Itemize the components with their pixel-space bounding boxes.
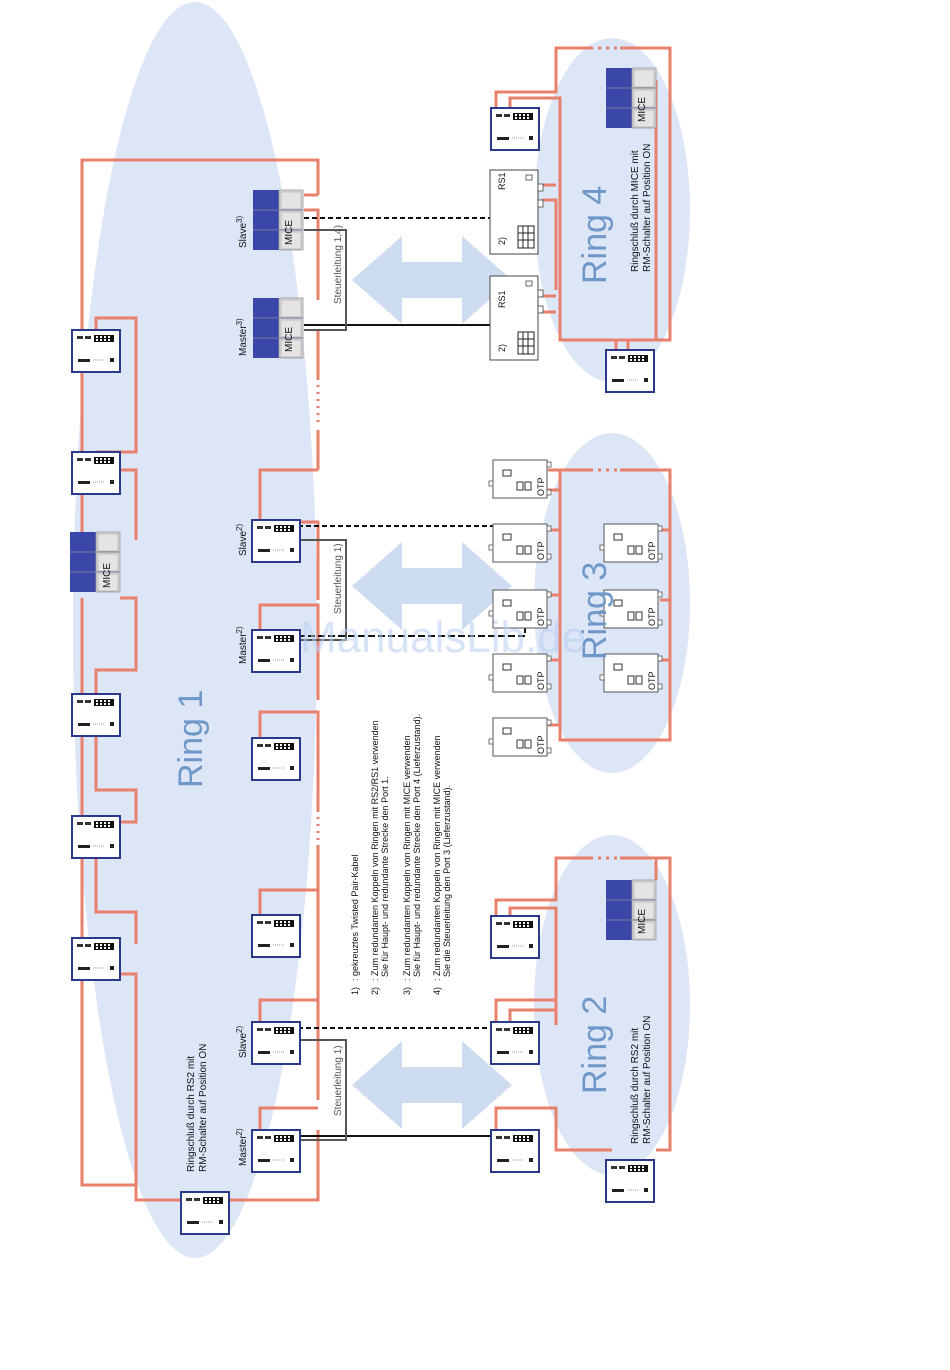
otp-label: OTP — [536, 671, 546, 690]
control-line-label-ring2: Steuerleitung 1) — [333, 1045, 344, 1116]
otp-label: OTP — [536, 735, 546, 754]
otp-label: OTP — [536, 477, 546, 496]
ring1-title: Ring 1 — [172, 690, 210, 788]
control-line-labels: Steuerleitung 1,4) Steuerleitung 1) Steu… — [333, 225, 344, 1116]
rs1-note: 2) — [497, 237, 507, 245]
ring1-closure-line1: Ringschluß durch RS2 mit — [186, 1056, 197, 1172]
master2-bottom-label: Master2) — [235, 1128, 249, 1166]
ring4-closure-line2: RM-Schalter auf Position ON — [642, 144, 653, 272]
rs1-note: 2) — [497, 344, 507, 352]
ring2-title: Ring 2 — [576, 996, 614, 1094]
ring2-closure-line2: RM-Schalter auf Position ON — [642, 1016, 653, 1144]
footnote-2-line: : Zum redundanten Koppeln von Ringen mit… — [370, 720, 380, 981]
slave2-top-label: Slave2) — [235, 524, 249, 556]
ring4-title: Ring 4 — [576, 186, 614, 284]
watermark: ManualsLib.de — [300, 613, 586, 662]
coupling-arrow-ring3 — [352, 542, 512, 630]
footnote-3-line: : Zum redundanten Koppeln von Ringen mit… — [402, 735, 412, 981]
otp-label: OTP — [647, 541, 657, 560]
coupling-arrow-ring4 — [352, 236, 512, 324]
footnotes: 1) : gekreuztes Twisted Pair-Kabel 2) : … — [350, 714, 452, 995]
otp-label: OTP — [647, 671, 657, 690]
mice-label: MICE — [637, 97, 648, 122]
mice-label: MICE — [284, 327, 295, 352]
otp-label: OTP — [536, 541, 546, 560]
otp-label: OTP — [647, 607, 657, 626]
ring1-closure-line2: RM-Schalter auf Position ON — [198, 1044, 209, 1172]
role-labels: Slave3) Master3) Slave2) Master2) Slave2… — [235, 216, 249, 1166]
mice-label: MICE — [637, 909, 648, 934]
ring2-cables — [494, 856, 672, 1152]
ring3-title: Ring 3 — [576, 562, 614, 660]
ring2-closure-line1: Ringschluß durch RS2 mit — [630, 1028, 641, 1144]
footnote-2-num: 2) — [370, 987, 380, 995]
footnote-3-line: Sie für Haupt- und redundante Strecke de… — [412, 714, 422, 977]
footnote-4-line: : Zum redundanten Koppeln von Ringen mit… — [432, 735, 442, 981]
ring-closure-notes: Ringschluß durch RS2 mit RM-Schalter auf… — [186, 144, 653, 1172]
otp-labels: OTP OTP OTP OTP OTP OTP OTP OTP — [536, 477, 657, 754]
control-line-label-ring3: Steuerleitung 1) — [333, 543, 344, 614]
footnote-4-num: 4) — [432, 987, 442, 995]
otp-label: OTP — [536, 607, 546, 626]
coupling-arrow-ring2 — [352, 1041, 512, 1129]
footnote-3-num: 3) — [402, 987, 412, 995]
footnote-1-num: 1) — [350, 987, 360, 995]
rs1-labels: RS1 RS1 2) 2) — [497, 172, 507, 352]
slave3-label: Slave3) — [235, 216, 249, 248]
master3-label: Master3) — [235, 318, 249, 356]
mice-label: MICE — [102, 563, 113, 588]
mice-labels: MICE MICE MICE MICE MICE — [102, 97, 648, 934]
footnote-4-line: Sie die Steuerleitung den Port 3 (Liefer… — [442, 785, 452, 977]
ring1-cables — [80, 158, 320, 1202]
footnote-2-line: Sie für Haupt- und redundante Strecke de… — [380, 776, 390, 977]
slave2-bottom-label: Slave2) — [235, 1026, 249, 1058]
rs1-label: RS1 — [497, 172, 507, 190]
rs1-label: RS1 — [497, 290, 507, 308]
master2-top-label: Master2) — [235, 626, 249, 664]
ring4-closure-line1: Ringschluß durch MICE mit — [630, 150, 641, 272]
mice-label: MICE — [284, 220, 295, 245]
footnote-1-line: : gekreuztes Twisted Pair-Kabel — [350, 855, 360, 981]
ring-titles: Ring 1 Ring 4 Ring 3 Ring 2 — [172, 186, 614, 1094]
control-line-label-ring4: Steuerleitung 1,4) — [333, 225, 344, 304]
